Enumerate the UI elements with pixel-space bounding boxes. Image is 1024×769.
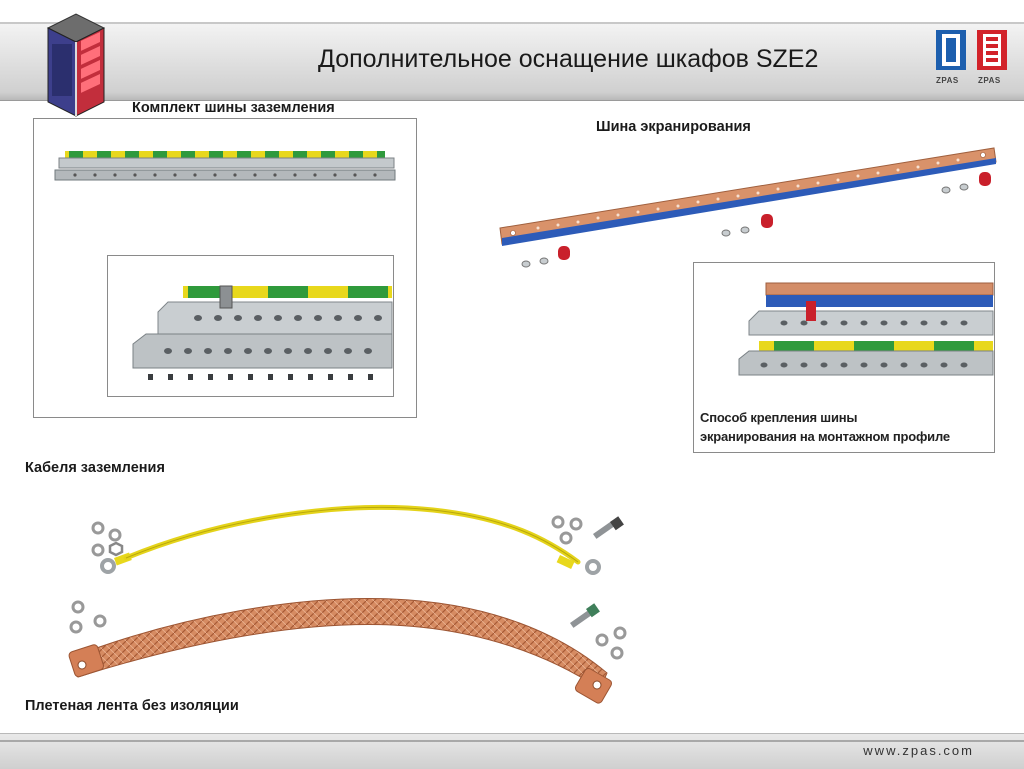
zpas-red-logo-icon <box>977 30 1007 70</box>
grounding-bar-image <box>54 151 396 181</box>
grounding-kit-inset-image <box>132 285 393 380</box>
braided-tape-caption: Плетеная лента без изоляции <box>25 698 239 714</box>
shield-bar-image <box>499 147 997 268</box>
shield-inset-caption-line1: Способ крепления шины <box>700 410 858 425</box>
header-top-line <box>0 22 1024 24</box>
footer-band <box>0 733 1024 769</box>
footer-strip <box>0 740 1024 742</box>
logo-label-red: ZPAS <box>978 76 1001 85</box>
cabinet-cube-icon <box>46 13 106 117</box>
yellow-ground-cable-image <box>91 504 624 575</box>
page-title: Дополнительное оснащение шкафов SZE2 <box>318 45 819 73</box>
zpas-blue-logo-icon <box>936 30 966 70</box>
grounding-kit-caption: Комплект шины заземления <box>132 100 335 116</box>
shield-bar-caption: Шина экранирования <box>596 119 751 135</box>
ground-cables-caption: Кабеля заземления <box>25 460 165 476</box>
header-band <box>0 22 1024 101</box>
logo-label-blue: ZPAS <box>936 76 959 85</box>
shield-bar-inset-image <box>738 282 994 376</box>
braided-copper-tape-image <box>68 598 627 704</box>
shield-inset-caption-line2: экранирования на монтажном профиле <box>700 429 950 444</box>
website-url: www.zpas.com <box>863 743 974 758</box>
